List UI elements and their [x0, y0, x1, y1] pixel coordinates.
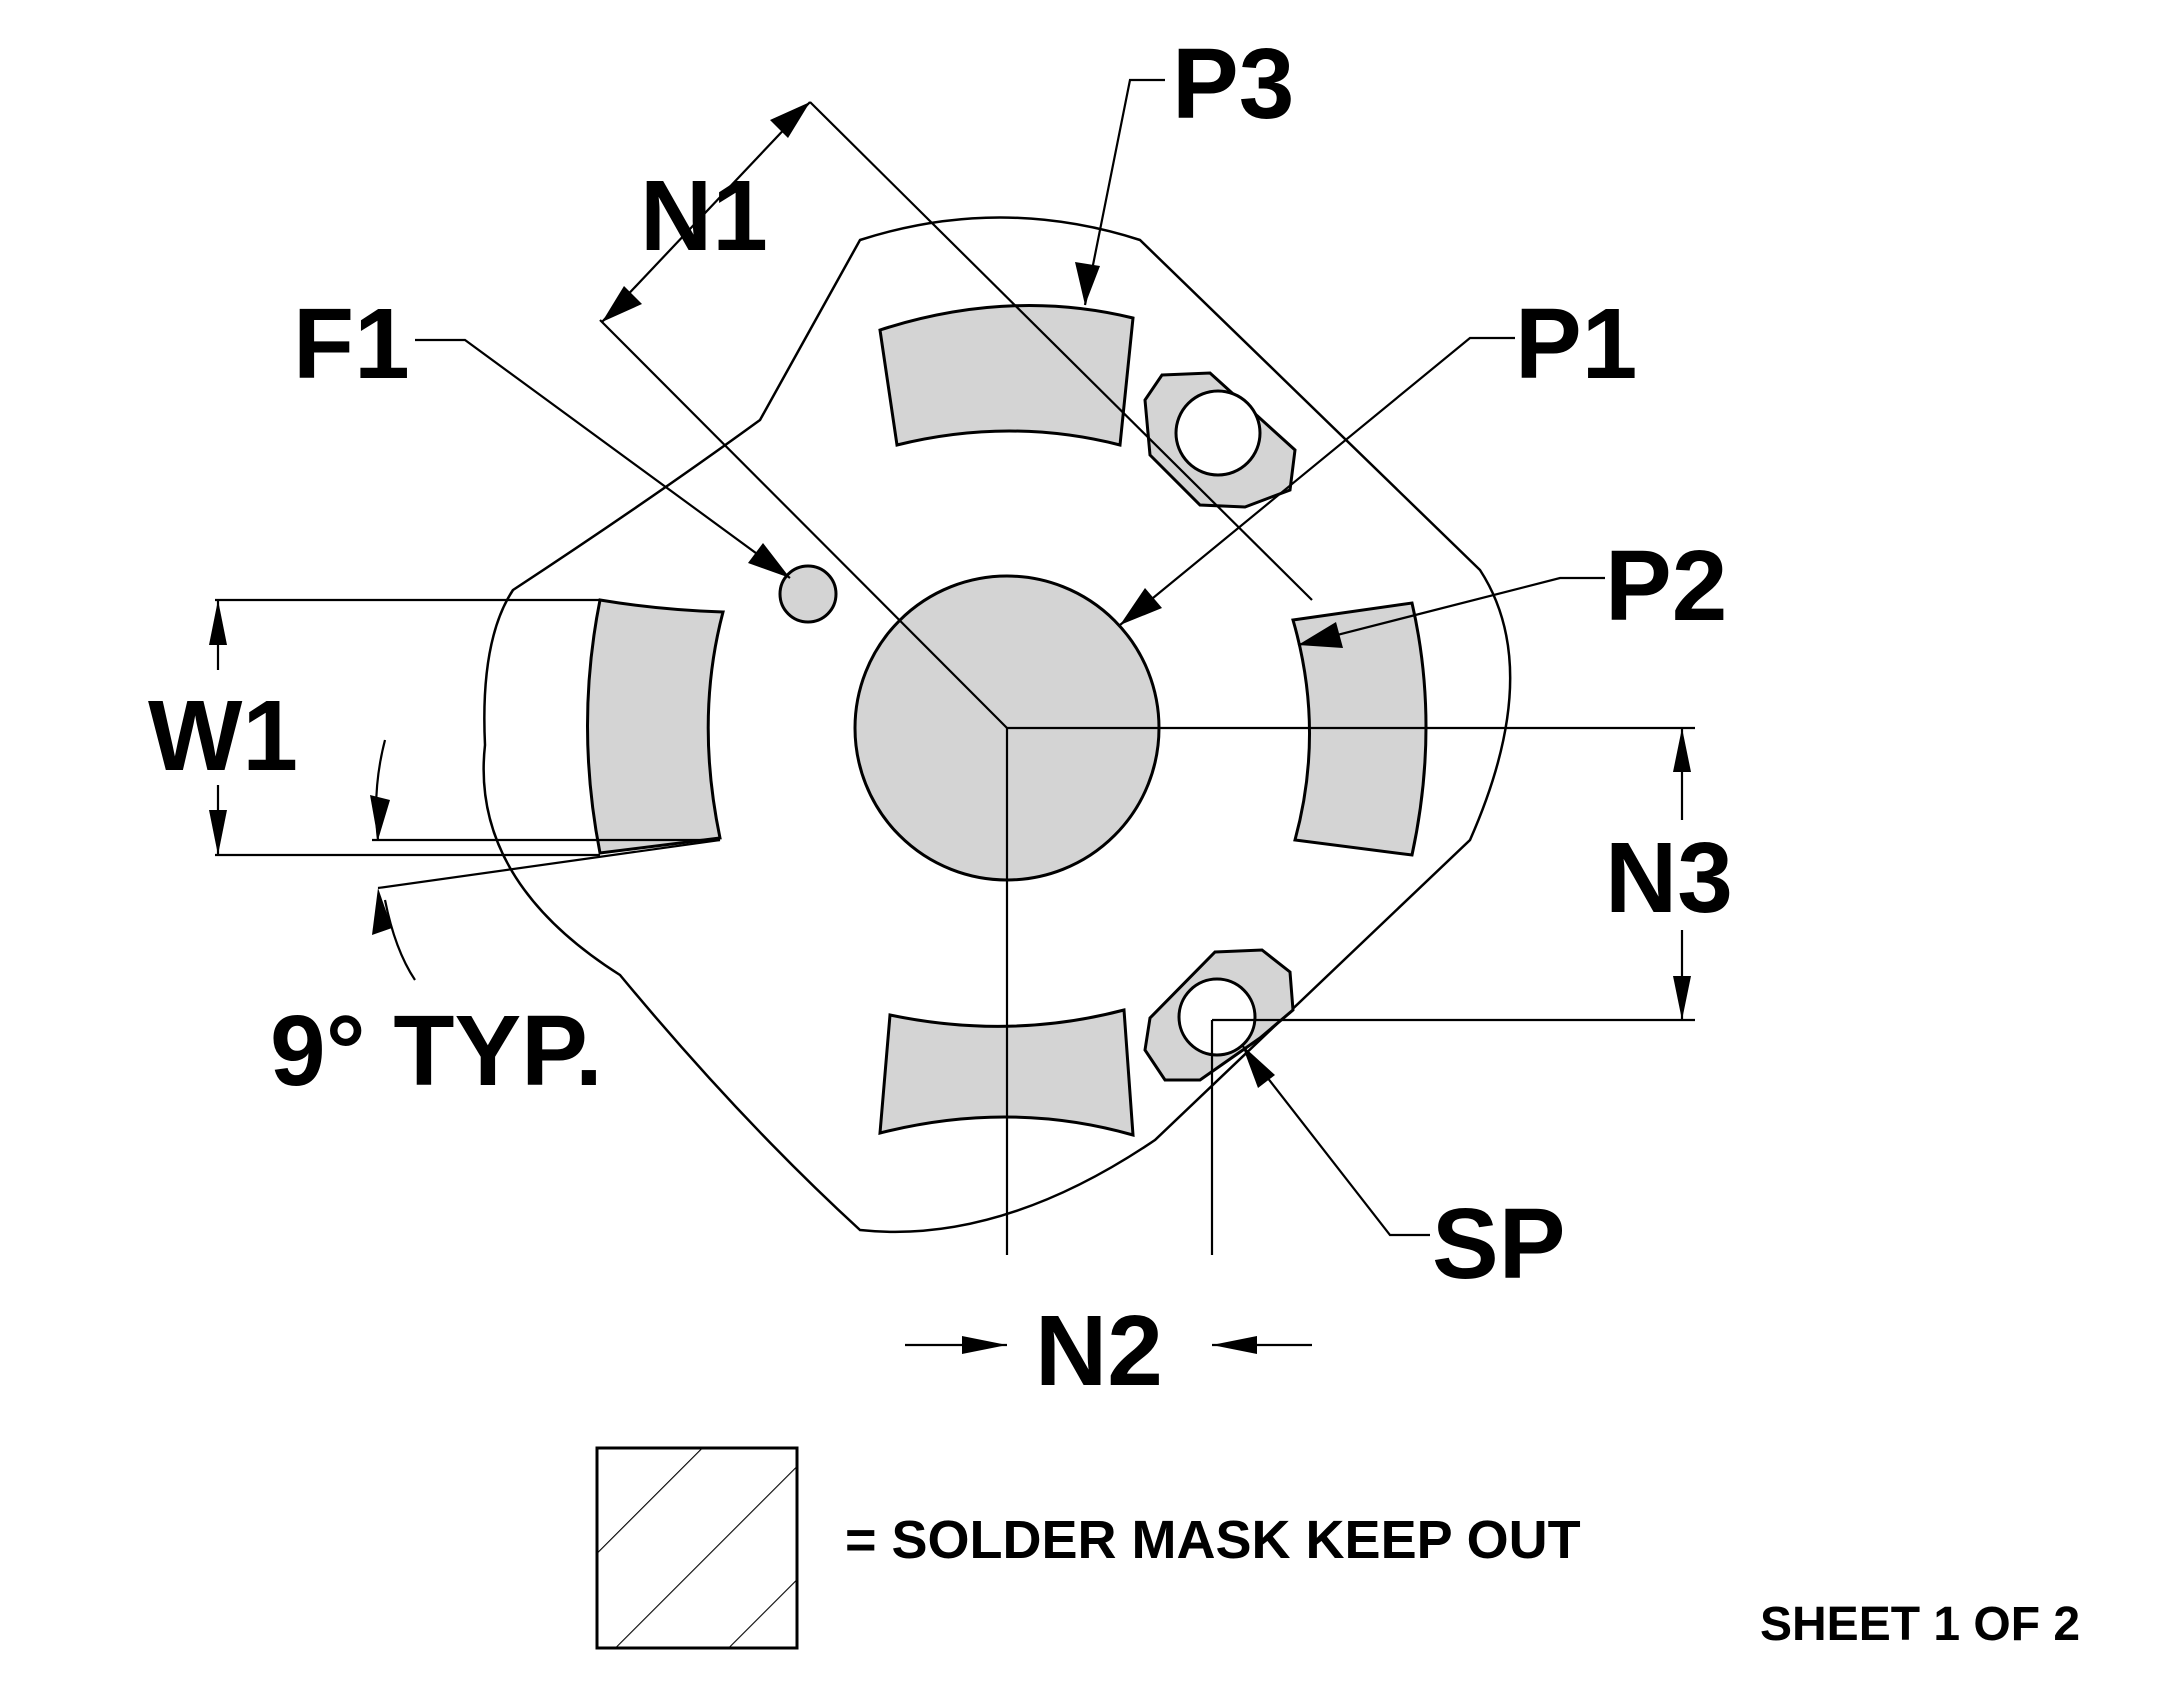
label-w1: W1 — [148, 680, 298, 792]
label-n3: N3 — [1605, 822, 1733, 934]
label-sp: SP — [1432, 1188, 1565, 1300]
sheet-number: SHEET 1 OF 2 — [1760, 1598, 2080, 1651]
sense-hole-sp — [1177, 977, 1257, 1057]
sense-hole-top — [1174, 389, 1262, 477]
pad-left — [586, 598, 725, 855]
angle-dimension: 9° TYP. — [270, 739, 721, 1107]
f1-leader: F1 — [293, 288, 791, 579]
p1-leader: P1 — [1119, 288, 1637, 626]
label-angle: 9° TYP. — [270, 995, 603, 1107]
label-f1: F1 — [293, 288, 410, 400]
w1-dimension: W1 — [148, 598, 600, 857]
p3-leader: P3 — [1075, 28, 1294, 306]
center-lines — [599, 319, 1695, 1255]
n2-dimension: N2 — [905, 1295, 1312, 1407]
n1-dimension: N1 — [601, 101, 1313, 601]
label-p3: P3 — [1172, 28, 1294, 140]
label-p2: P2 — [1605, 530, 1727, 642]
legend-text: = SOLDER MASK KEEP OUT — [845, 1510, 1581, 1570]
sp-leader: SP — [1241, 1044, 1565, 1300]
p2-leader: P2 — [1297, 530, 1727, 648]
label-n2: N2 — [1035, 1295, 1163, 1407]
n3-dimension: N3 — [1605, 728, 1733, 1020]
pad-p3-top — [878, 304, 1135, 447]
fiducial-f1 — [778, 564, 838, 624]
legend: = SOLDER MASK KEEP OUT — [595, 1446, 1581, 1650]
legend-swatch — [595, 1446, 799, 1650]
label-p1: P1 — [1515, 288, 1637, 400]
label-n1: N1 — [640, 160, 768, 272]
